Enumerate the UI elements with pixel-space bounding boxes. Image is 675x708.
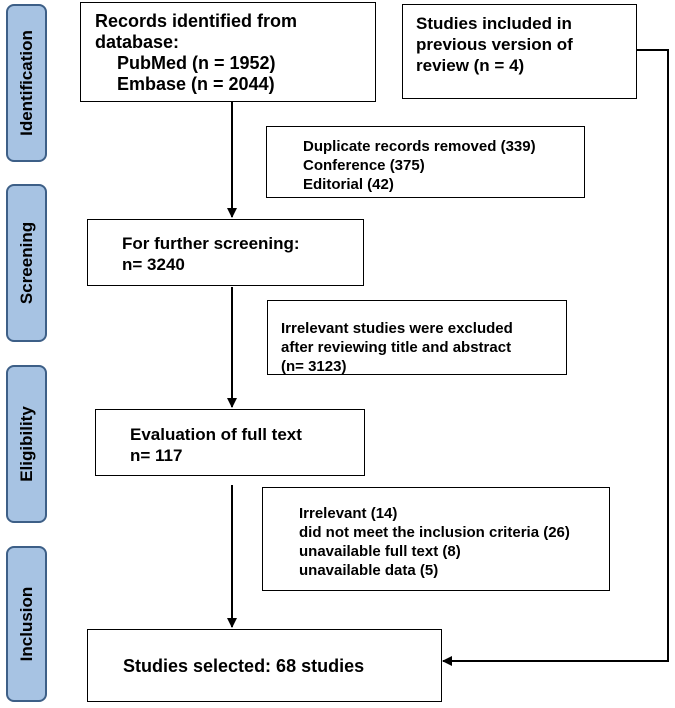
records-identified-embase: Embase (n = 2044) — [117, 74, 275, 94]
unavailable-full-text-line: unavailable full text (8) — [299, 543, 461, 560]
further-screening-count: n= 3240 — [122, 255, 185, 274]
further-screening-line1: For further screening: — [122, 234, 300, 253]
studies-selected-text: Studies selected: 68 studies — [123, 656, 365, 676]
not-meet-criteria-line: did not meet the inclusion criteria (26) — [299, 524, 570, 541]
full-text-exclusion-box: Irrelevant (14) did not meet the inclusi… — [262, 487, 610, 591]
further-screening-box: For further screening: n= 3240 — [87, 219, 364, 286]
records-identified-pubmed: PubMed (n = 1952) — [117, 53, 276, 73]
title-abstract-exclusion-line1: Irrelevant studies were excluded — [281, 320, 513, 337]
studies-selected-box: Studies selected: 68 studies — [87, 629, 442, 702]
full-text-evaluation-count: n= 117 — [130, 446, 183, 465]
title-abstract-exclusion-line2: after reviewing title and abstract — [281, 339, 512, 356]
records-identified-line1: Records identified from — [95, 11, 298, 31]
duplicates-removed-box: Duplicate records removed (339) Conferen… — [266, 126, 585, 198]
duplicates-removed-line1: Duplicate records removed (339) — [303, 138, 536, 155]
previous-version-line2: previous version of — [416, 35, 573, 54]
unavailable-data-line: unavailable data (5) — [299, 562, 439, 579]
records-identified-line2: database: — [95, 32, 180, 52]
title-abstract-exclusion-count: (n= 3123) — [281, 358, 347, 375]
editorial-line: Editorial (42) — [303, 176, 394, 193]
full-text-evaluation-line1: Evaluation of full text — [130, 425, 302, 444]
phase-inclusion: Inclusion — [6, 546, 47, 702]
previous-version-line1: Studies included in — [416, 14, 572, 33]
full-text-evaluation-box: Evaluation of full text n= 117 — [95, 409, 365, 476]
phase-identification: Identification — [6, 4, 47, 162]
title-abstract-exclusion-box: Irrelevant studies were excluded after r… — [267, 300, 567, 375]
conference-line: Conference (375) — [303, 157, 425, 174]
previous-version-box: Studies included in previous version of … — [402, 4, 637, 99]
previous-version-line3: review (n = 4) — [416, 56, 525, 75]
phase-eligibility: Eligibility — [6, 365, 47, 523]
records-identified-box: Records identified from database: PubMed… — [80, 2, 376, 102]
irrelevant-line: Irrelevant (14) — [299, 505, 398, 522]
arrow-previous-to-selected — [442, 49, 669, 666]
phase-screening: Screening — [6, 184, 47, 342]
